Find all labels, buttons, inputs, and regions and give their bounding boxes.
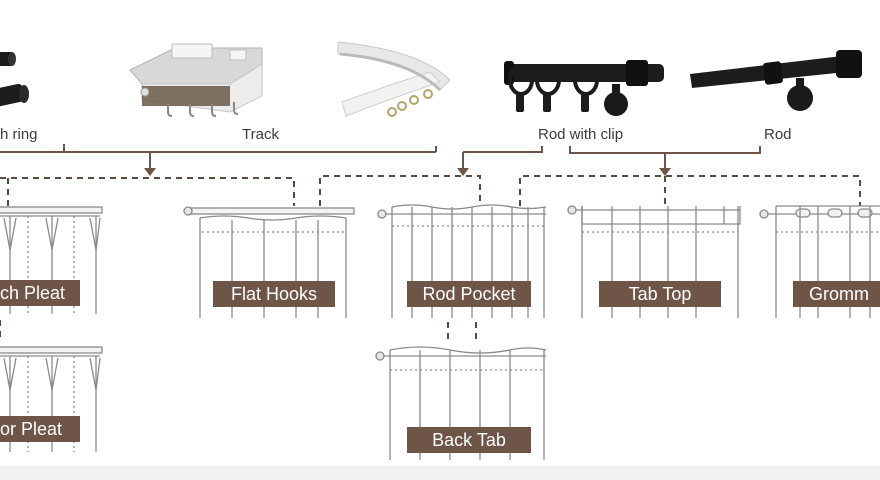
flat-hooks-tag: Flat Hooks xyxy=(213,281,335,307)
pinch-pleat-tag: ch Pleat xyxy=(0,280,80,306)
track-icon xyxy=(129,43,263,117)
rod-label: Rod xyxy=(764,126,792,143)
curved-track-icon xyxy=(337,41,451,117)
grommet-tag: Gromm xyxy=(793,281,880,307)
track-label: Track xyxy=(242,126,279,143)
rod-pocket-tag: Rod Pocket xyxy=(407,281,531,307)
bottom-band xyxy=(0,466,880,480)
connector-lines xyxy=(0,144,761,176)
back-tab-tag: Back Tab xyxy=(407,427,531,453)
rod-with-clip-label: Rod with clip xyxy=(538,126,624,143)
rod-with-clip-icon xyxy=(504,60,664,116)
rod-icon xyxy=(690,50,862,111)
tab-top-tag: Tab Top xyxy=(599,281,721,307)
rod-with-ring-label: h ring xyxy=(0,126,38,143)
tailor-pleat-tag: or Pleat xyxy=(0,416,80,442)
rod-with-ring-icon xyxy=(0,52,29,110)
dashed-connectors xyxy=(0,175,861,340)
